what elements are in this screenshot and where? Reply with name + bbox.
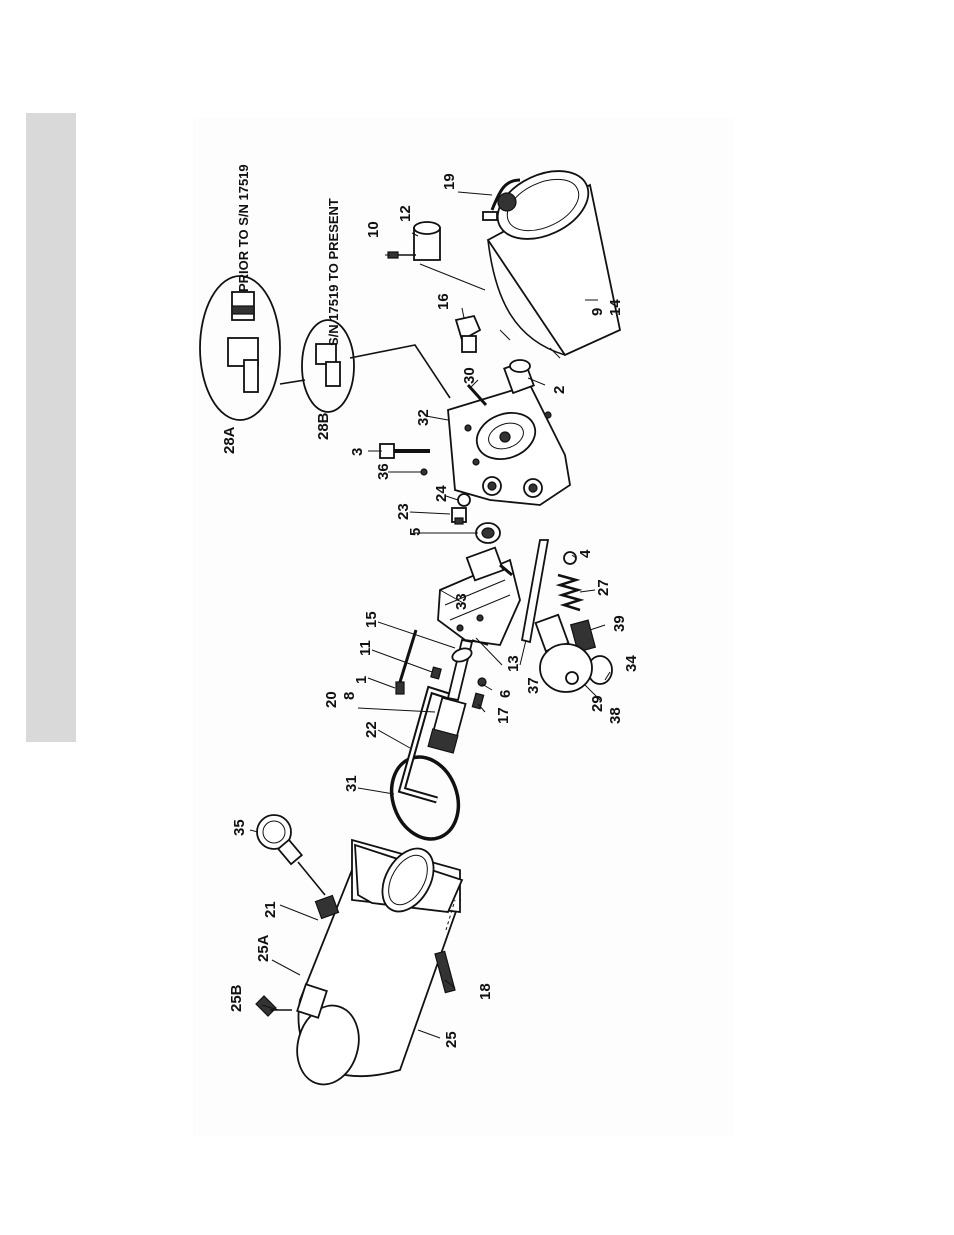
spring-27	[558, 575, 580, 610]
pump-housing-32	[448, 385, 570, 505]
bolt-11	[431, 667, 441, 679]
callout-31: 31	[343, 775, 360, 792]
callout-3: 3	[349, 448, 366, 456]
callout-10: 10	[365, 221, 382, 238]
inset-leader-b	[350, 345, 450, 398]
callout-12: 12	[397, 205, 414, 222]
note-sn-to-present: S/N 17519 TO PRESENT	[326, 198, 341, 346]
callout-2: 2	[551, 386, 568, 394]
callout-28a: 28A	[221, 426, 238, 454]
fitting-24	[458, 494, 470, 506]
callout-5: 5	[407, 528, 424, 536]
ball-4	[564, 552, 576, 564]
washer-6	[478, 678, 486, 686]
callout-1: 1	[353, 676, 370, 684]
callout-28b: 28B	[315, 412, 332, 440]
callout-22: 22	[363, 721, 380, 738]
callout-35: 35	[231, 819, 248, 836]
callout-36: 36	[375, 463, 392, 480]
callout-20: 20	[323, 691, 340, 708]
callout-33: 33	[453, 593, 470, 610]
callout-38: 38	[607, 707, 624, 724]
callout-9: 9	[589, 308, 606, 316]
screw-25b	[256, 996, 292, 1016]
callout-25: 25	[443, 1031, 460, 1048]
callout-8: 8	[341, 692, 358, 700]
callout-34: 34	[623, 655, 640, 672]
note-prior-to-sn: PRIOR TO S/N 17519	[236, 164, 251, 292]
callout-13: 13	[505, 655, 522, 672]
solenoid-12	[414, 222, 485, 290]
callout-23: 23	[395, 503, 412, 520]
screw-17	[472, 693, 483, 709]
callout-39: 39	[611, 615, 628, 632]
plug-3	[380, 444, 430, 458]
callout-30: 30	[461, 367, 478, 384]
callout-17: 17	[495, 707, 512, 724]
inset-28a	[200, 276, 280, 420]
screw-10	[388, 252, 416, 258]
callout-27: 27	[595, 579, 612, 596]
callout-19: 19	[441, 173, 458, 190]
filler-cap-35	[257, 815, 325, 895]
callout-37: 37	[525, 677, 542, 694]
callout-4: 4	[577, 549, 594, 558]
callout-11: 11	[357, 640, 374, 656]
motor-9	[487, 158, 620, 358]
callout-6: 6	[497, 690, 514, 698]
callout-18: 18	[477, 983, 494, 1000]
callout-24: 24	[433, 485, 450, 502]
inset-leader-a	[280, 380, 305, 384]
callout-14: 14	[607, 299, 624, 316]
fitting-23	[452, 508, 466, 524]
callout-29: 29	[589, 695, 606, 712]
callout-25b: 25B	[228, 984, 245, 1012]
callout-15: 15	[363, 611, 380, 628]
callout-16: 16	[435, 293, 452, 310]
callout-25a: 25A	[255, 934, 272, 962]
seal-15	[451, 646, 474, 664]
callout-21: 21	[262, 901, 279, 918]
callout-32: 32	[415, 409, 432, 426]
coupling-5	[476, 523, 500, 543]
fitting-16	[456, 316, 480, 352]
ball-36	[421, 469, 427, 475]
reservoir-tank	[289, 840, 462, 1092]
